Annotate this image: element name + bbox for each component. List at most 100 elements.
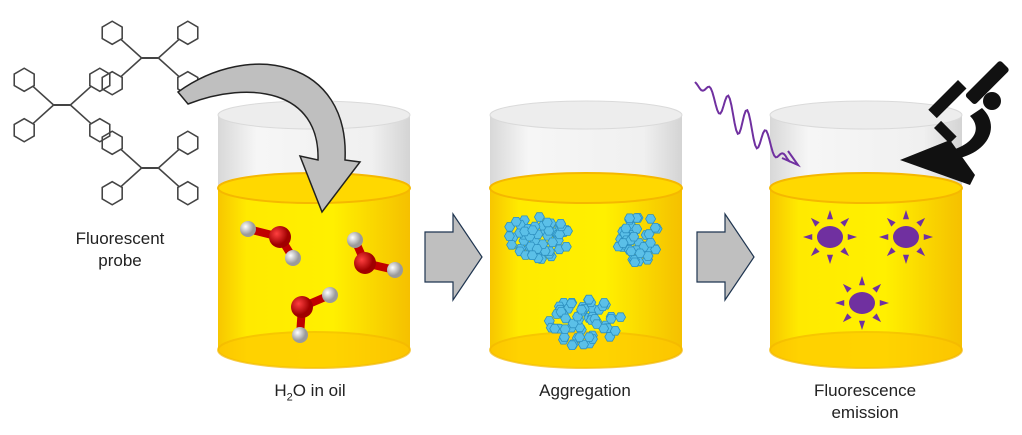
bond (69, 85, 92, 106)
sun-core (849, 292, 875, 314)
oil-surface (489, 172, 683, 204)
step1-label: H2O in oil (230, 380, 390, 408)
microscope-icon (900, 61, 1009, 185)
sun-ray (879, 233, 889, 241)
aggregate-particle (605, 314, 617, 324)
sun-ray (858, 320, 866, 330)
aggregate-particle (560, 313, 572, 324)
light-wave-icon (694, 81, 791, 163)
bond (157, 38, 180, 59)
aggregate-particle (547, 237, 558, 248)
step1-label-sub: 2 (286, 391, 293, 404)
aggregate-particle (620, 223, 632, 234)
oxygen-atom (354, 252, 376, 274)
aggregate-particle (624, 213, 636, 224)
oil-bottom (217, 331, 411, 369)
bond (157, 148, 180, 169)
hydrogen-atom (292, 327, 308, 343)
hydrogen-atom (322, 287, 338, 303)
aggregate-particle (583, 332, 595, 342)
bond (120, 148, 143, 169)
sun-ray (840, 247, 850, 257)
aggregate-particle (591, 319, 603, 329)
step3-label-line2: emission (831, 403, 899, 422)
water-molecule-icon (347, 232, 403, 278)
bond (157, 57, 180, 78)
sun-ray (886, 247, 896, 257)
aggregate-particle (549, 323, 561, 334)
sun-ray (842, 283, 852, 293)
phenyl-ring (177, 180, 199, 206)
aggregate-particle (574, 332, 586, 342)
aggregate-particle (541, 217, 553, 228)
sun-ray (902, 210, 910, 220)
aggregate-particle (566, 340, 578, 351)
step1-label-rest: O in oil (292, 381, 346, 400)
oil-surface (769, 172, 963, 204)
phenyl-ring (89, 67, 111, 93)
sun-ray (826, 210, 834, 220)
water-molecule-icon (291, 287, 338, 343)
step1-label-h: H (274, 381, 287, 400)
aggregate-particle (634, 248, 646, 259)
sun-ray (886, 217, 896, 227)
aggregate-particle (598, 298, 610, 308)
aggregate-particle (625, 246, 637, 257)
sun-core (893, 226, 919, 248)
aggregate-particle (555, 218, 567, 229)
aggregate-particle (543, 226, 555, 236)
aggregate-particle (565, 298, 577, 309)
aggregate-particle (645, 237, 656, 248)
aggregate-particle (510, 216, 522, 227)
phenyl-ring (101, 20, 123, 46)
phenyl-ring (177, 130, 199, 156)
sun-ray (902, 254, 910, 264)
probe-label-line2: probe (98, 251, 142, 270)
emission-sun-icon (803, 210, 857, 264)
water-molecule-icon (240, 221, 301, 266)
sun-ray (872, 283, 882, 293)
hydrogen-atom (347, 232, 363, 248)
aggregate-particle (576, 304, 587, 315)
aggregate-particle (628, 231, 640, 242)
sun-ray (916, 217, 926, 227)
sun-core (817, 226, 843, 248)
aggregate-particle (649, 222, 661, 233)
step3-label-line1: Fluorescence (813, 381, 917, 400)
sun-ray (835, 299, 845, 307)
bond (120, 38, 143, 59)
sun-ray (858, 276, 866, 286)
phenyl-ring (13, 117, 35, 143)
phenyl-ring (101, 180, 123, 206)
beaker-3 (769, 100, 963, 369)
aggregate-particle (615, 312, 627, 322)
phenyl-ring (89, 117, 111, 143)
aggregate-particle (527, 225, 539, 235)
aggregate-particle (558, 332, 570, 342)
aggregate-particle (609, 326, 621, 336)
probe-label: Fluorescent probe (60, 228, 180, 272)
sun-ray (803, 233, 813, 241)
oxygen-atom (269, 226, 291, 248)
emission-sun-icon (835, 276, 889, 330)
tetraphenylethylene-molecule-icon (101, 20, 199, 96)
phenyl-ring (101, 70, 123, 96)
bond (157, 167, 180, 188)
bond (32, 104, 55, 125)
oil-bottom (769, 331, 963, 369)
aggregate-particle (559, 324, 571, 334)
microscope-base (900, 140, 975, 185)
aggregate-particle (629, 257, 641, 268)
microscope-eyepiece (965, 61, 1009, 105)
aggregate-particle (554, 229, 566, 240)
aggregate-particle (503, 231, 515, 241)
sun-ray (826, 254, 834, 264)
microscope-knob (983, 92, 1001, 110)
light-wave-arrowhead (781, 150, 801, 168)
aggregate-cluster-icon (503, 212, 573, 264)
bond (120, 167, 143, 188)
aggregate-cluster-icon (612, 213, 663, 268)
sun-ray (872, 313, 882, 323)
aggregate-particle (631, 224, 643, 234)
